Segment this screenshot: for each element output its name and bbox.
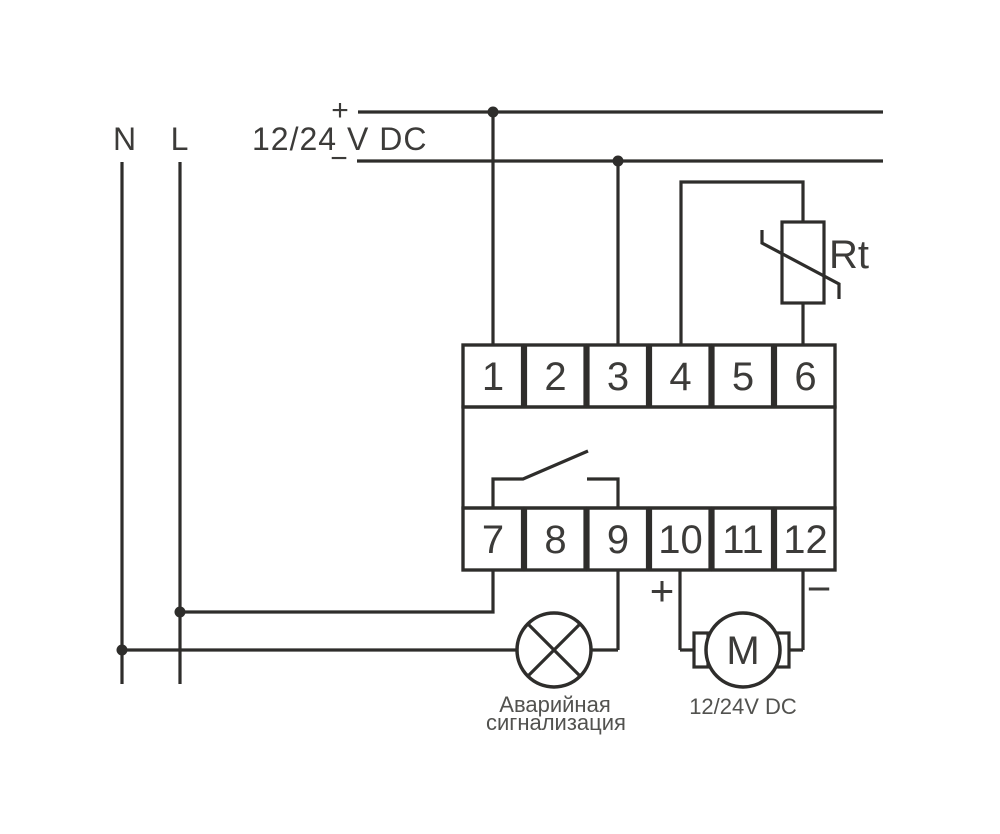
thermistor-strike (760, 230, 841, 299)
terminal-number: 7 (482, 518, 504, 562)
minus-polarity-label: − (330, 142, 348, 175)
junction-dot-neutral (116, 644, 128, 656)
plus-polarity-label: + (331, 94, 349, 127)
terminal-cell-12 (773, 506, 837, 572)
supply-voltage-label: 12/24 V DC (252, 121, 427, 157)
thermistor-loop-wire (679, 180, 805, 346)
motor-minus-label: − (807, 565, 832, 612)
terminal-number: 5 (732, 355, 754, 399)
thermistor-body (780, 220, 826, 305)
terminal-number: 11 (722, 518, 764, 562)
alarm-lamp-cross (526, 622, 582, 678)
terminal-cell-8 (523, 506, 587, 572)
thermistor-label: Rt (829, 233, 869, 277)
terminal-number: 6 (794, 355, 816, 399)
neutral-label: N (113, 121, 137, 157)
junction-dot-minus (612, 155, 624, 167)
terminal-cell-11 (711, 506, 775, 572)
relay-contact-arm (491, 449, 589, 508)
motor-circle (704, 611, 782, 689)
motor-voltage-label: 12/24V DC (689, 694, 797, 719)
motor-letter: M (726, 629, 759, 673)
terminal7-wire (180, 569, 495, 614)
terminal-number: 1 (482, 355, 504, 399)
relay-contact-fixed (587, 477, 620, 508)
terminal-number: 10 (658, 518, 703, 562)
junction-dot-phase (174, 606, 186, 618)
alarm-caption-line2: сигнализация (486, 710, 626, 735)
terminal-number: 8 (544, 518, 566, 562)
phase-label: L (171, 121, 190, 157)
terminal-number: 4 (669, 355, 691, 399)
junction-dot-plus (487, 106, 499, 118)
motor-plus-label: + (650, 567, 675, 614)
terminal-number: 9 (607, 518, 629, 562)
terminal-number: 3 (607, 355, 629, 399)
alarm-caption-line1: Аварийная (499, 692, 610, 717)
device-body (461, 405, 837, 510)
terminal-number: 2 (544, 355, 566, 399)
terminal-number: 12 (783, 518, 828, 562)
